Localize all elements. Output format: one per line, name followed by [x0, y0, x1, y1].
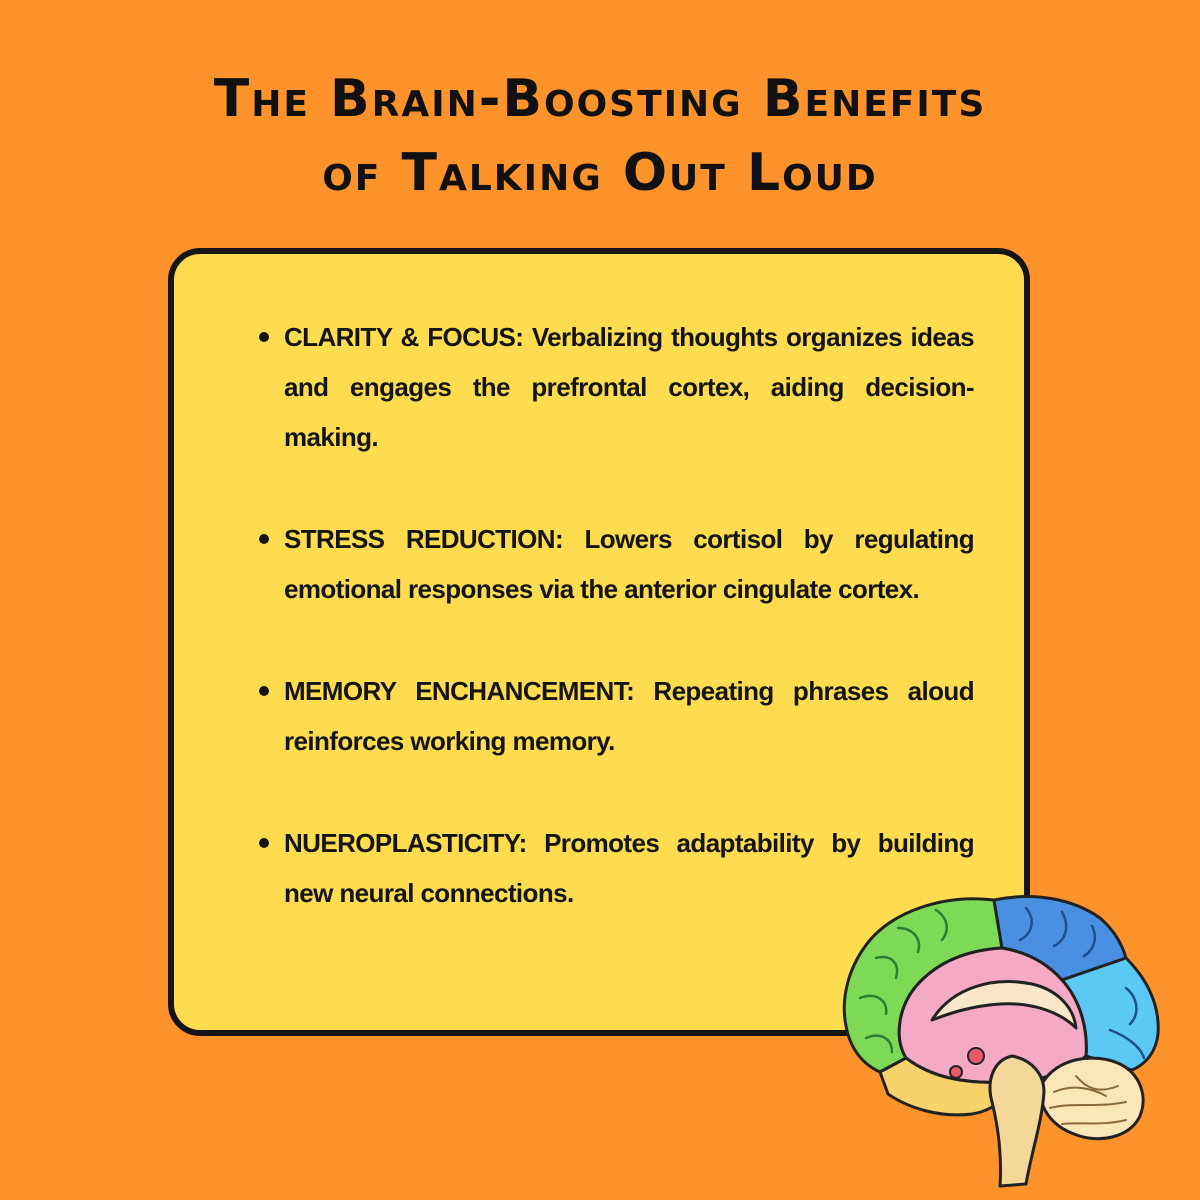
brain-nucleus	[967, 1047, 985, 1065]
benefits-card	[168, 248, 1030, 1036]
cerebellum-folds	[1049, 1075, 1127, 1125]
benefit-stress-reduction: STRESS REDUCTION: Lowers cortisol by reg…	[259, 514, 975, 614]
brain-nucleus	[949, 1065, 963, 1079]
title-line-2: of Talking Out Loud	[322, 143, 878, 203]
title-line-1: The Brain-Boosting Benefits	[213, 69, 987, 129]
benefit-memory-enhancement: MEMORY ENCHANCEMENT: Repeating phrases a…	[259, 666, 975, 766]
frontal-gyri-lines	[858, 908, 949, 1054]
benefit-clarity-focus: CLARITY & FOCUS: Verbalizing thoughts or…	[259, 312, 975, 462]
benefit-neuroplasticity: NUEROPLASTICITY: Promotes adaptability b…	[259, 818, 975, 918]
page-title: The Brain-Boosting Benefits of Talking O…	[0, 62, 1200, 210]
benefits-list: CLARITY & FOCUS: Verbalizing thoughts or…	[259, 312, 975, 970]
brain-stem	[988, 1054, 1046, 1188]
parietal-gyri-lines	[1018, 906, 1146, 1060]
brain-illustration-icon	[842, 895, 1160, 1188]
brain-cerebellum	[1039, 1056, 1145, 1141]
brain-corpus-callosum	[930, 980, 1078, 1030]
